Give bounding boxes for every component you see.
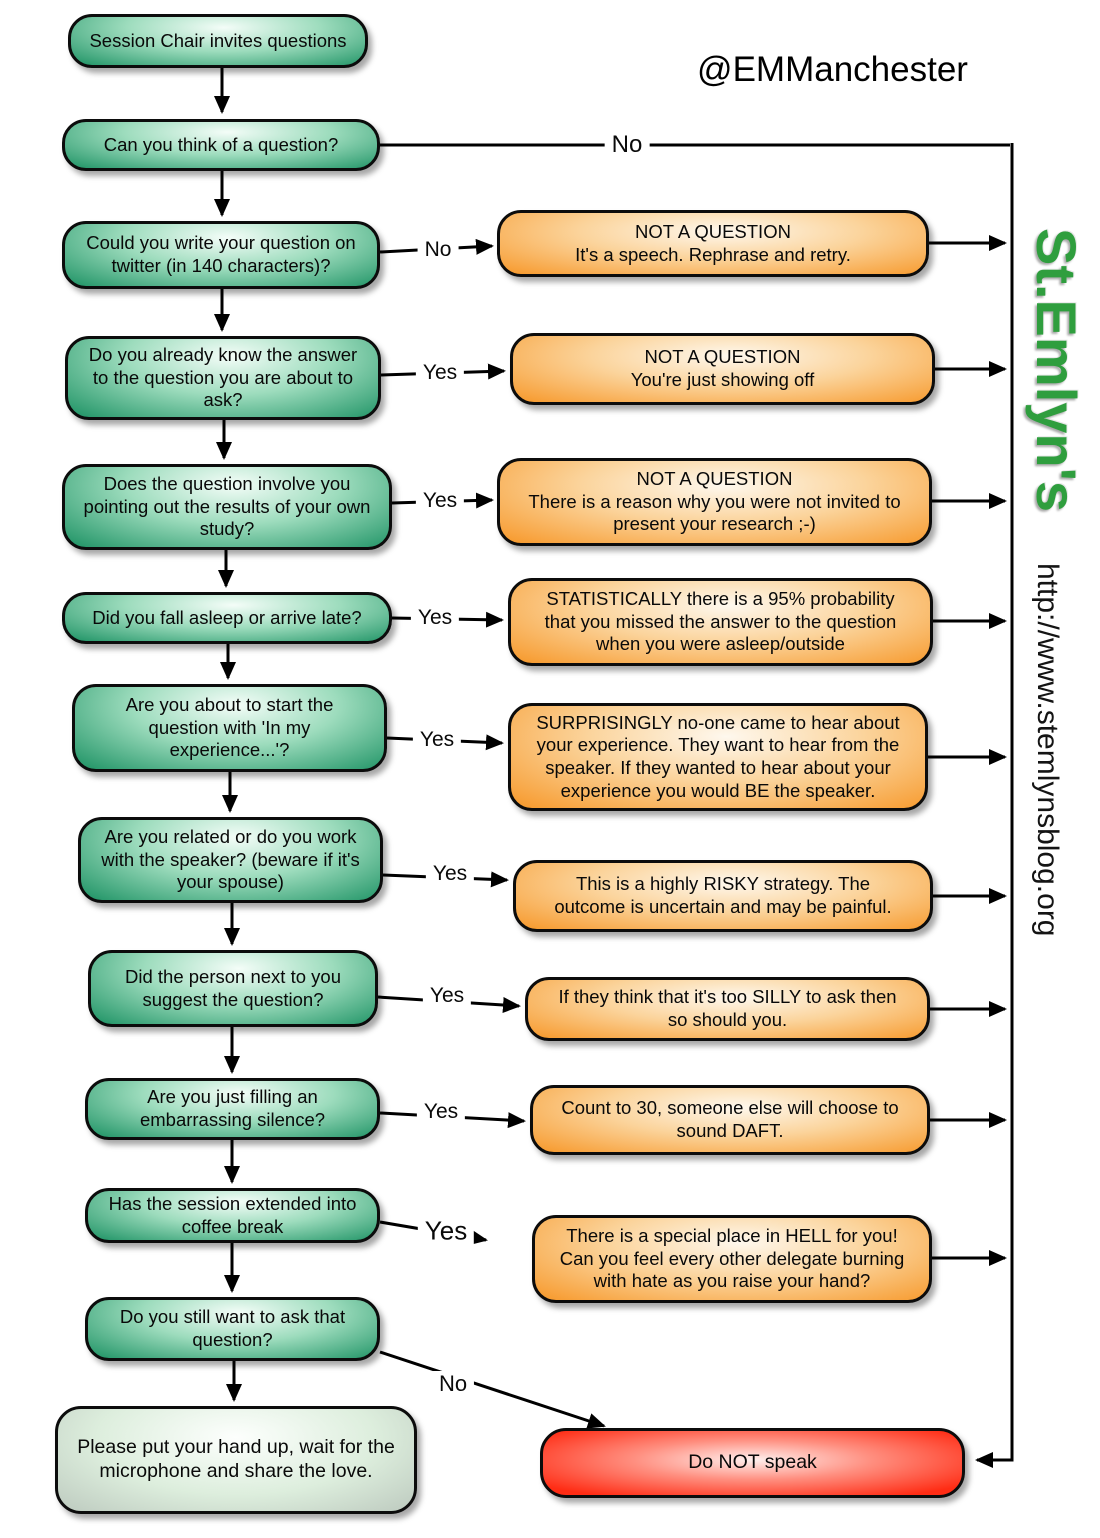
edge-label-yes-asleep: Yes bbox=[410, 606, 460, 630]
node-question-embarrassing-silence: Are you just filling an embarrassing sil… bbox=[85, 1078, 380, 1140]
edge-label-yes-person-next: Yes bbox=[422, 984, 472, 1008]
node-outcome-speech-rephrase: NOT A QUESTION It's a speech. Rephrase a… bbox=[497, 210, 929, 277]
node-outcome-showing-off: NOT A QUESTION You're just showing off bbox=[510, 333, 935, 405]
node-question-own-study: Does the question involve you pointing o… bbox=[62, 464, 392, 550]
node-question-asleep-or-late: Did you fall asleep or arrive late? bbox=[62, 592, 392, 644]
edge-label-yes-know-answer: Yes bbox=[415, 361, 465, 385]
edge-label-yes-silence: Yes bbox=[416, 1100, 466, 1124]
node-outcome-place-in-hell: There is a special place in HELL for you… bbox=[532, 1215, 932, 1303]
collector-spine bbox=[975, 143, 1014, 1468]
node-start-session-chair: Session Chair invites questions bbox=[68, 14, 368, 68]
node-question-person-next-to-you: Did the person next to you suggest the q… bbox=[88, 950, 378, 1027]
node-outcome-surprisingly-no-one: SURPRISINGLY no-one came to hear about y… bbox=[508, 703, 928, 811]
edge-label-yes-own-study: Yes bbox=[415, 489, 465, 513]
node-question-twitter-140: Could you write your question on twitter… bbox=[62, 221, 380, 289]
node-question-related-to-speaker: Are you related or do you work with the … bbox=[78, 817, 383, 903]
node-question-in-my-experience: Are you about to start the question with… bbox=[72, 684, 387, 772]
node-question-still-want-to-ask: Do you still want to ask that question? bbox=[85, 1297, 380, 1361]
edge-label-no-twitter: No bbox=[417, 238, 459, 262]
edge-label-no-top: No bbox=[604, 131, 650, 159]
node-outcome-not-invited: NOT A QUESTION There is a reason why you… bbox=[497, 458, 932, 546]
edge-label-no-bottom: No bbox=[431, 1371, 475, 1397]
edge-label-yes-related: Yes bbox=[425, 862, 475, 886]
node-question-think-of-question: Can you think of a question? bbox=[62, 119, 380, 171]
node-question-coffee-break: Has the session extended into coffee bre… bbox=[85, 1188, 380, 1243]
node-outcome-too-silly: If they think that it's too SILLY to ask… bbox=[525, 977, 930, 1041]
node-outcome-risky-strategy: This is a highly RISKY strategy. The out… bbox=[513, 860, 933, 932]
edge-label-yes-experience: Yes bbox=[412, 728, 462, 752]
twitter-handle: @EMManchester bbox=[697, 50, 968, 89]
edge-label-yes-coffee: Yes bbox=[417, 1215, 475, 1247]
node-question-already-know-answer: Do you already know the answer to the qu… bbox=[65, 336, 381, 420]
node-final-speak: Please put your hand up, wait for the mi… bbox=[55, 1406, 417, 1514]
down-arrows bbox=[214, 68, 242, 1402]
node-outcome-statistically-missed: STATISTICALLY there is a 95% probability… bbox=[508, 578, 933, 666]
node-outcome-count-to-30: Count to 30, someone else will choose to… bbox=[530, 1085, 930, 1155]
brand-site-name: St.Emlyn's bbox=[1025, 228, 1088, 513]
node-final-do-not-speak: Do NOT speak bbox=[540, 1428, 965, 1498]
collector-arrows bbox=[928, 143, 1014, 1468]
brand-site-url[interactable]: http://www.stemlynsblog.org bbox=[1031, 563, 1064, 937]
